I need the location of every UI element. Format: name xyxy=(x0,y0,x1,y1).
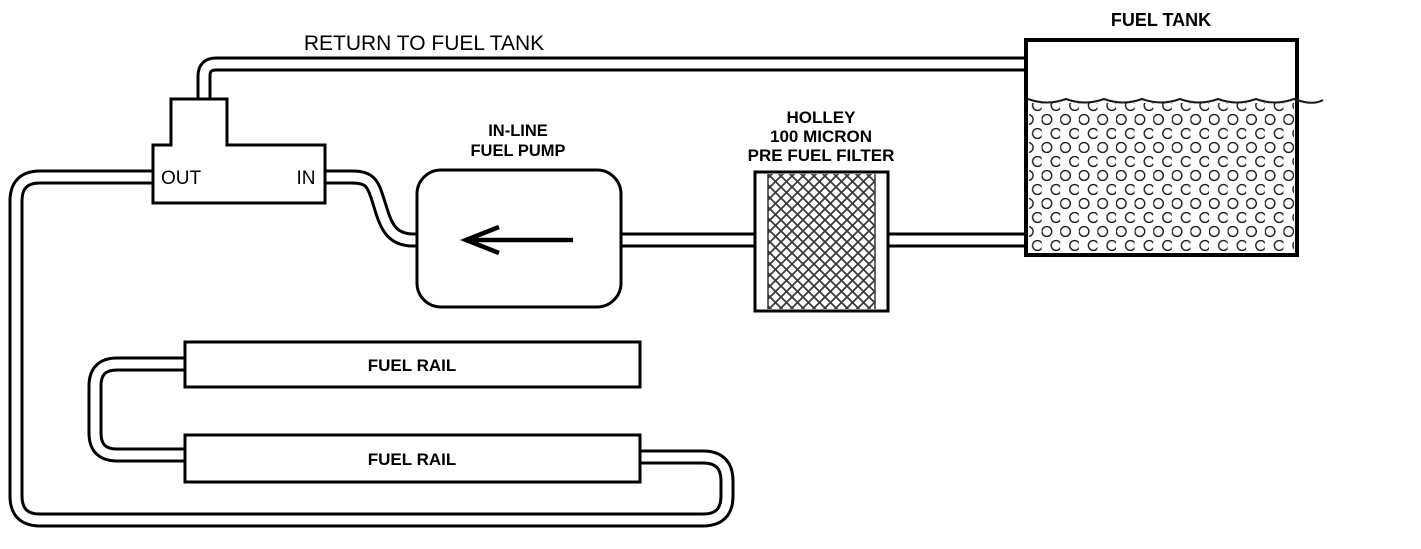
return-line-label: RETURN TO FUEL TANK xyxy=(304,32,544,55)
rail-crossover-pipe xyxy=(95,364,185,455)
fuel-pump-label-line2: FUEL PUMP xyxy=(470,142,565,160)
fuel-rail-bottom-body xyxy=(183,433,642,484)
fuel-rail-top-label: FUEL RAIL xyxy=(368,356,456,375)
fuel-tank-label: FUEL TANK xyxy=(1111,10,1211,30)
fuel-level-wave xyxy=(1027,97,1324,104)
fuel-bubbles xyxy=(1029,103,1294,252)
return-pipe xyxy=(204,64,1027,99)
pre-filter-label-line2: 100 MICRON xyxy=(770,127,872,146)
pre-filter-mesh xyxy=(768,174,875,309)
regulator-to-pump-pipe xyxy=(325,177,418,240)
fuel-rail-bottom-label: FUEL RAIL xyxy=(368,450,456,469)
fuel-pump-label-line1: IN-LINE xyxy=(488,122,548,140)
flow-arrow-icon xyxy=(459,224,573,256)
regulator-in-label: IN xyxy=(297,168,316,189)
pre-filter-label-line3: PRE FUEL FILTER xyxy=(748,146,895,165)
regulator-out-label: OUT xyxy=(161,168,202,189)
fuel-rail-top-body xyxy=(183,340,642,389)
regulator-body xyxy=(151,97,327,205)
pre-filter-label-line1: HOLLEY xyxy=(787,108,857,127)
